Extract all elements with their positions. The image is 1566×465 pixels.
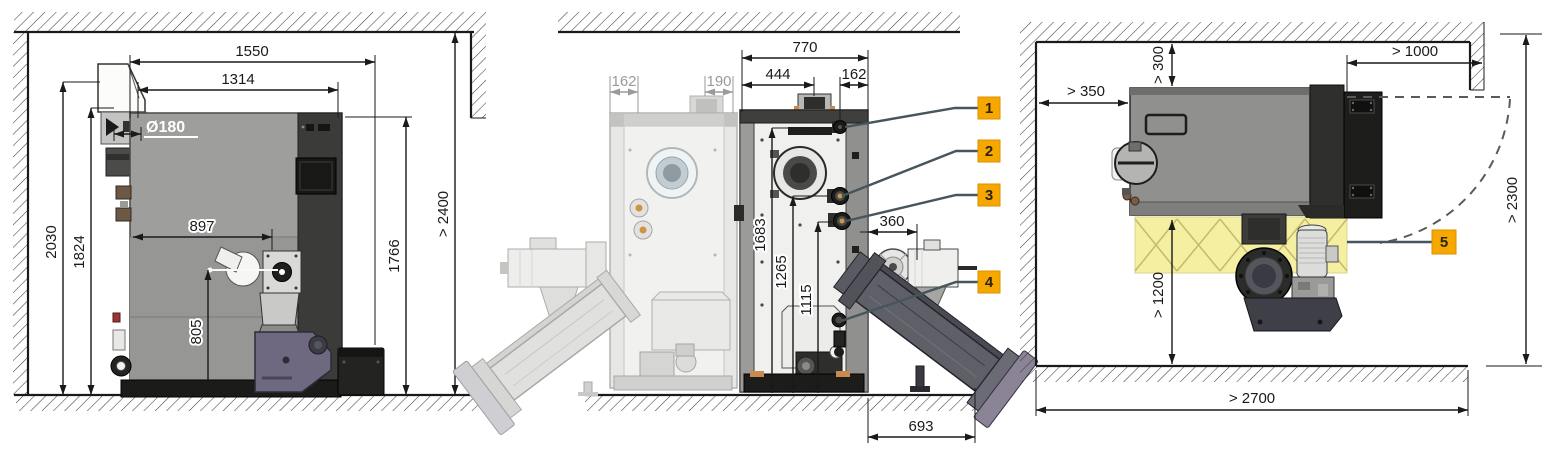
callout-4-label: 4	[985, 274, 994, 291]
dim-label-2300: > 2300	[1504, 177, 1521, 223]
callout-leaders	[840, 106, 978, 323]
dim-label-360: 360	[879, 213, 904, 230]
dim-label-770: 770	[792, 39, 817, 56]
dim-flue-elbow-height: 2030	[43, 81, 100, 395]
boiler-rear-view-ghost	[609, 95, 738, 391]
callout-2-label: 2	[985, 143, 993, 160]
dim-min-ceiling-height: > 2400	[435, 33, 459, 395]
dim-label-162-right: 162	[841, 66, 866, 83]
dim-label-1314: 1314	[221, 71, 254, 88]
dim-flue-diameter: Ø180	[113, 119, 198, 141]
connection-1	[832, 120, 847, 134]
dim-connection3-height: 1115	[796, 221, 834, 393]
dim-label-693: 693	[908, 418, 933, 435]
room-walls-top	[1020, 22, 1485, 382]
dim-label-162-left: 162	[611, 73, 636, 90]
dim-connection1-height: 1683	[750, 127, 812, 393]
door-swing-arc	[1347, 96, 1511, 244]
dim-flue-offset: 190	[704, 73, 734, 113]
dim-body-depth: 1314	[137, 71, 339, 118]
dim-label-805: 805	[188, 319, 205, 344]
connection-2	[827, 187, 849, 205]
dim-label-1115: 1115	[798, 284, 815, 315]
dim-label-1550: 1550	[235, 43, 268, 60]
dim-min-left-clearance: > 350	[1039, 83, 1128, 107]
dim-min-door-clearance: > 1000	[1346, 43, 1482, 92]
side-view-panel: 1550 1314 Ø180 2030 1824 897	[13, 12, 486, 411]
connection-3	[828, 212, 851, 230]
dim-label-2030: 2030	[43, 225, 60, 258]
dim-side-clearance: 693	[867, 388, 976, 443]
dim-total-width: 770	[741, 39, 869, 112]
boiler-side-view	[97, 63, 385, 398]
dim-body-height: 1766	[345, 116, 412, 395]
dim-left-offset: 162	[609, 73, 639, 113]
dim-flue-height: 1824	[71, 107, 114, 395]
boiler-top-view	[1111, 84, 1383, 219]
dim-label-1200: > 1200	[1150, 272, 1167, 318]
dim-label-1766: 1766	[386, 239, 403, 272]
dim-label-444: 444	[765, 66, 790, 83]
dim-label-1000: > 1000	[1392, 43, 1438, 60]
dim-min-room-width: > 2700	[1035, 370, 1469, 416]
callout-5-label: 5	[1440, 234, 1448, 251]
dim-connection2-height: 1265	[771, 195, 828, 393]
pellet-burner-tilted	[833, 251, 1039, 428]
dim-label-350: > 350	[1067, 83, 1105, 100]
rear-view-panel: 162 190 770 444 162 1683	[452, 12, 1039, 443]
dim-min-front-clearance: > 1200	[1150, 220, 1176, 364]
dim-label-1683: 1683	[752, 218, 769, 251]
auger-motor-assembly	[874, 239, 977, 306]
connection-4	[831, 312, 847, 357]
room-walls-rear	[558, 12, 988, 411]
callout-1: 1	[977, 96, 1001, 120]
callout-4: 4	[977, 270, 1001, 294]
dim-flue-center: 444	[742, 66, 815, 96]
dim-label-2700: > 2700	[1229, 390, 1275, 407]
dim-min-room-depth: > 2300	[1486, 33, 1542, 367]
dim-label-2400: > 2400	[435, 191, 452, 237]
dim-label-897: 897	[189, 218, 214, 235]
dim-burner-flange-depth: 897	[133, 216, 273, 250]
top-view-panel: 5 > 350 > 300 > 1000 > 2300 > 1200	[1020, 22, 1542, 416]
dim-min-rear-clearance: > 300	[1150, 44, 1176, 86]
dim-label-190: 190	[706, 73, 731, 90]
dim-label-flue: Ø180	[146, 119, 185, 136]
dim-label-300: > 300	[1150, 46, 1167, 84]
dim-auger-extension: 360	[860, 213, 918, 260]
callout-1-label: 1	[985, 100, 993, 117]
callout-2: 2	[977, 139, 1001, 163]
pellet-burner-ghost	[452, 237, 642, 436]
dim-total-depth: 1550	[129, 43, 376, 345]
callout-5: 5	[1347, 229, 1457, 255]
burner-top-view	[1235, 213, 1343, 332]
door-hinge-plates	[1349, 99, 1375, 199]
dim-right-offset: 162	[839, 66, 868, 121]
callout-3: 3	[977, 183, 1001, 207]
callout-3-label: 3	[985, 187, 993, 204]
dim-label-1265: 1265	[773, 255, 790, 288]
dim-burner-axis-height: 805	[186, 267, 278, 396]
dim-label-1824: 1824	[71, 235, 88, 268]
